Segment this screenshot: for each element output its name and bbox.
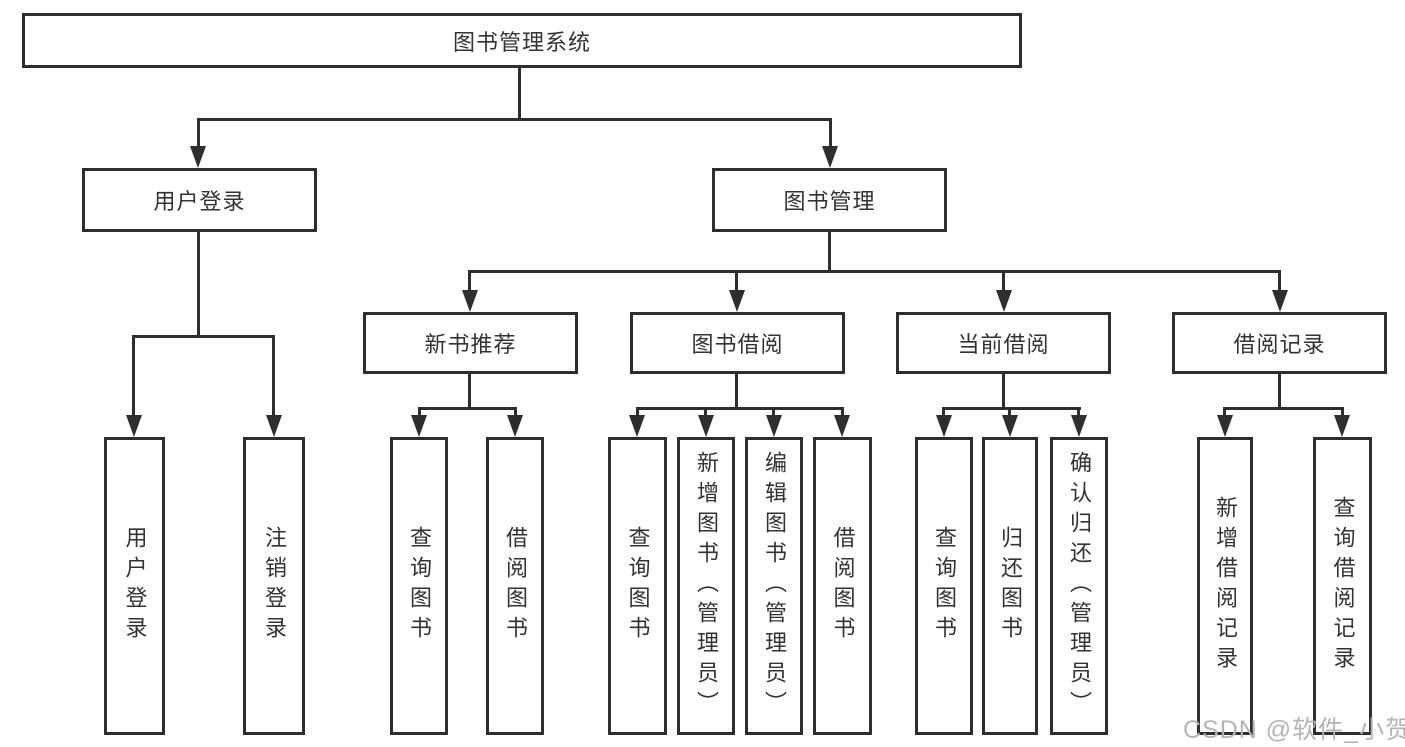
node-label: 当前借阅 bbox=[957, 332, 1050, 357]
node-label: 用户登录 bbox=[153, 189, 246, 214]
node-current-borrowing: 当前借阅 bbox=[896, 312, 1111, 374]
leaf-label: 查询图书 bbox=[932, 526, 957, 646]
node-label: 图书管理 bbox=[783, 189, 876, 214]
node-borrowing-records: 借阅记录 bbox=[1172, 312, 1387, 374]
leaf-return-books: 归还图书 bbox=[982, 437, 1038, 735]
edge-line bbox=[841, 407, 844, 419]
arrow-down-icon bbox=[1272, 290, 1288, 312]
edge-line bbox=[132, 335, 135, 417]
leaf-label: 新增图书（管理员） bbox=[694, 451, 719, 721]
arrow-down-icon bbox=[1071, 415, 1087, 437]
edge-line bbox=[1278, 374, 1281, 409]
arrow-down-icon bbox=[507, 415, 523, 437]
edge-line bbox=[197, 232, 200, 337]
edge-line bbox=[1223, 407, 1226, 419]
edge-line bbox=[829, 118, 832, 148]
edge-line bbox=[514, 407, 517, 419]
arrow-down-icon bbox=[462, 290, 478, 312]
edge-line bbox=[636, 407, 844, 410]
edge-line bbox=[704, 407, 707, 419]
leaf-label: 借阅图书 bbox=[830, 526, 856, 646]
node-label: 图书管理系统 bbox=[452, 29, 591, 55]
arrow-down-icon bbox=[936, 415, 952, 437]
node-book-management: 图书管理 bbox=[712, 168, 947, 232]
arrow-down-icon bbox=[766, 415, 782, 437]
edge-line bbox=[942, 407, 1081, 410]
leaf-query-books-recommend: 查询图书 bbox=[390, 437, 448, 735]
node-label: 借阅记录 bbox=[1233, 332, 1326, 357]
arrow-down-icon bbox=[411, 415, 427, 437]
edge-line bbox=[468, 270, 1281, 273]
leaf-label: 新增借阅记录 bbox=[1213, 496, 1238, 676]
edge-line bbox=[468, 374, 471, 409]
edge-line bbox=[197, 118, 200, 148]
edge-line bbox=[735, 270, 738, 295]
edge-line bbox=[772, 407, 775, 419]
leaf-label: 注销登录 bbox=[262, 526, 287, 646]
edge-line bbox=[1002, 374, 1005, 409]
leaf-borrow-books-recommend: 借阅图书 bbox=[486, 437, 544, 735]
leaf-user-login: 用户登录 bbox=[104, 437, 165, 735]
edge-line bbox=[1008, 407, 1011, 419]
arrow-down-icon bbox=[698, 415, 714, 437]
arrow-down-icon bbox=[266, 415, 282, 437]
leaf-label: 确认归还（管理员） bbox=[1067, 451, 1092, 721]
arrow-down-icon bbox=[1217, 415, 1233, 437]
edge-line bbox=[272, 335, 275, 417]
edge-line bbox=[1278, 270, 1281, 295]
node-label: 图书借阅 bbox=[691, 332, 784, 357]
edge-line bbox=[418, 407, 421, 419]
node-book-borrowing: 图书借阅 bbox=[630, 312, 845, 374]
node-user-login: 用户登录 bbox=[82, 168, 317, 232]
leaf-label: 归还图书 bbox=[998, 526, 1023, 646]
edge-line bbox=[418, 407, 517, 410]
arrow-down-icon bbox=[996, 290, 1012, 312]
edge-line bbox=[1002, 270, 1005, 295]
edge-line bbox=[735, 374, 738, 409]
edge-line bbox=[197, 118, 832, 121]
leaf-logout-login: 注销登录 bbox=[243, 437, 305, 735]
edge-line bbox=[132, 335, 275, 338]
leaf-label: 编辑图书（管理员） bbox=[762, 451, 787, 721]
arrow-down-icon bbox=[834, 415, 850, 437]
arrow-down-icon bbox=[822, 146, 838, 168]
leaf-confirm-return-admin: 确认归还（管理员） bbox=[1050, 437, 1108, 735]
leaf-add-borrow-record: 新增借阅记录 bbox=[1197, 437, 1253, 735]
edge-line bbox=[1077, 407, 1080, 419]
node-new-book-recommendation: 新书推荐 bbox=[363, 312, 578, 374]
leaf-query-books-current: 查询图书 bbox=[915, 437, 973, 735]
edge-line bbox=[942, 407, 945, 419]
csdn-watermark: CSDN @软件_小贺同学 bbox=[1183, 716, 1405, 744]
leaf-label: 借阅图书 bbox=[503, 526, 528, 646]
leaf-borrow-books: 借阅图书 bbox=[813, 437, 872, 735]
edge-line bbox=[1223, 407, 1344, 410]
arrow-down-icon bbox=[1334, 415, 1350, 437]
leaf-query-borrow-record: 查询借阅记录 bbox=[1313, 437, 1372, 735]
leaf-add-book-admin: 新增图书（管理员） bbox=[677, 437, 735, 735]
arrow-down-icon bbox=[126, 415, 142, 437]
edge-line bbox=[828, 232, 831, 272]
node-root-library-system: 图书管理系统 bbox=[22, 13, 1022, 68]
arrow-down-icon bbox=[729, 290, 745, 312]
edge-line bbox=[636, 407, 639, 419]
edge-line bbox=[468, 270, 471, 295]
arrow-down-icon bbox=[1002, 415, 1018, 437]
leaf-edit-book-admin: 编辑图书（管理员） bbox=[745, 437, 803, 735]
edge-line bbox=[518, 68, 521, 120]
leaf-label: 查询借阅记录 bbox=[1330, 496, 1356, 676]
arrow-down-icon bbox=[629, 415, 645, 437]
arrow-down-icon bbox=[190, 146, 206, 168]
leaf-label: 查询图书 bbox=[625, 526, 651, 646]
leaf-label: 用户登录 bbox=[122, 526, 148, 646]
edge-line bbox=[1341, 407, 1344, 419]
leaf-query-books-borrow: 查询图书 bbox=[608, 437, 667, 735]
node-label: 新书推荐 bbox=[424, 332, 517, 357]
leaf-label: 查询图书 bbox=[407, 526, 432, 646]
